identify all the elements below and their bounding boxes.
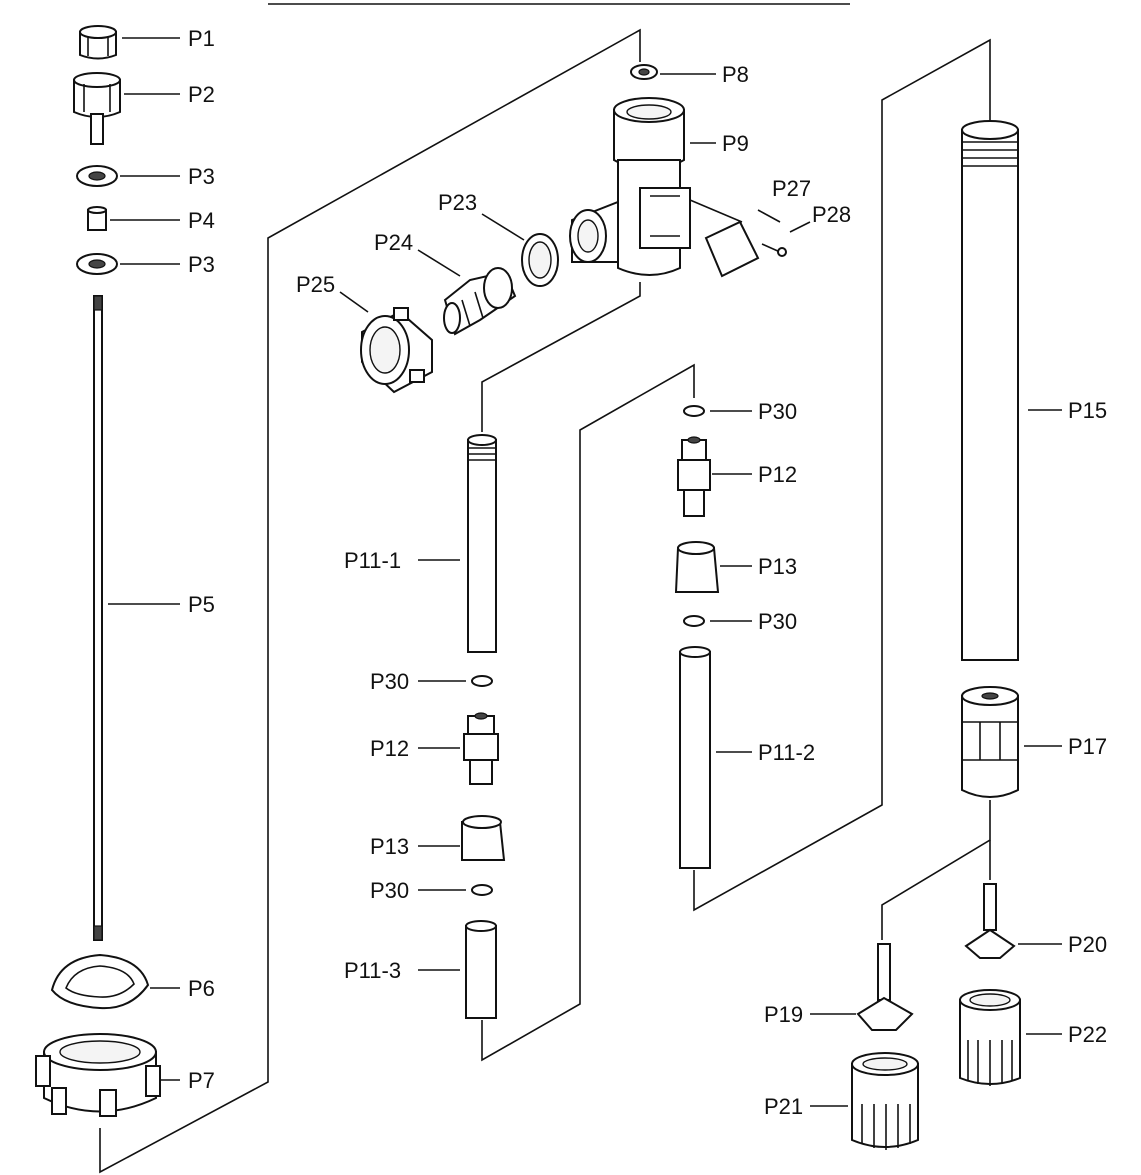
leader-lines [108,37,1062,1107]
label-p15: P15 [1068,398,1107,423]
label-p19: P19 [764,1002,803,1027]
part-p28-screw [761,243,787,257]
label-p5: P5 [188,592,215,617]
part-p24-hose-barb [443,267,517,336]
part-p22-strainer [959,989,1021,1086]
part-p11-2-pipe [679,646,711,869]
label-p30-d: P30 [758,609,797,634]
label-p25: P25 [296,272,335,297]
label-p30-a: P30 [370,669,409,694]
part-p12-coupling-b [677,436,711,517]
label-p3-lower: P3 [188,252,215,277]
part-p3-bearing-upper [76,165,118,187]
label-p9: P9 [722,131,749,156]
part-p2-nut [73,72,121,145]
part-p30-o-ring-b [471,884,493,896]
label-p3-upper: P3 [188,164,215,189]
label-p13-a: P13 [370,834,409,859]
part-p12-coupling-a [463,712,499,785]
part-p30-o-ring-d [683,615,705,627]
part-p30-o-ring-a [471,675,493,687]
flow-line-left [99,28,641,1174]
part-p21-strainer [851,1052,919,1150]
label-p30-c: P30 [758,399,797,424]
label-p8: P8 [722,62,749,87]
label-p17: P17 [1068,734,1107,759]
label-p27: P27 [772,176,811,201]
part-p7-ring-nut [35,1033,161,1117]
flow-line-foot-left [881,800,991,940]
part-p11-3-pipe [465,920,497,1019]
part-p11-1-pipe [467,434,497,653]
part-p20-impeller [964,883,1016,959]
label-p6: P6 [188,976,215,1001]
label-p12-a: P12 [370,736,409,761]
part-p19-impeller [856,943,914,1031]
part-p13-clip-a [461,815,506,861]
label-p28: P28 [812,202,851,227]
label-p21: P21 [764,1094,803,1119]
label-p11-3: P11-3 [344,958,401,983]
flow-line-right [693,38,991,912]
label-p12-b: P12 [758,462,797,487]
flow-line-middle [481,363,695,1062]
label-p23: P23 [438,190,477,215]
part-p17-foot-valve [961,686,1019,798]
label-p7: P7 [188,1068,215,1093]
part-p25-union-nut [360,307,433,394]
part-p15-barrel-pipe [961,120,1019,661]
flow-line-tee-to-pipe [481,282,641,432]
part-p9-tee-body [569,97,691,276]
label-p1: P1 [188,26,215,51]
label-p11-2: P11-2 [758,740,815,765]
label-p30-b: P30 [370,878,409,903]
label-p22: P22 [1068,1022,1107,1047]
part-p4-spacer [87,206,107,231]
part-p1-cap [79,25,117,60]
part-p23-o-ring [521,233,559,287]
part-p5-shaft [93,295,103,941]
label-p24: P24 [374,230,413,255]
label-p2: P2 [188,82,215,107]
part-p8-plug [630,64,658,80]
part-p6-clip [50,953,150,1010]
part-p27-cover-plate [704,220,760,278]
part-p30-o-ring-c [683,405,705,417]
label-p4: P4 [188,208,215,233]
label-p11-1: P11-1 [344,548,401,573]
label-p13-b: P13 [758,554,797,579]
part-p13-clip-b [674,541,720,593]
label-p20: P20 [1068,932,1107,957]
part-p3-bearing-lower [76,253,118,275]
